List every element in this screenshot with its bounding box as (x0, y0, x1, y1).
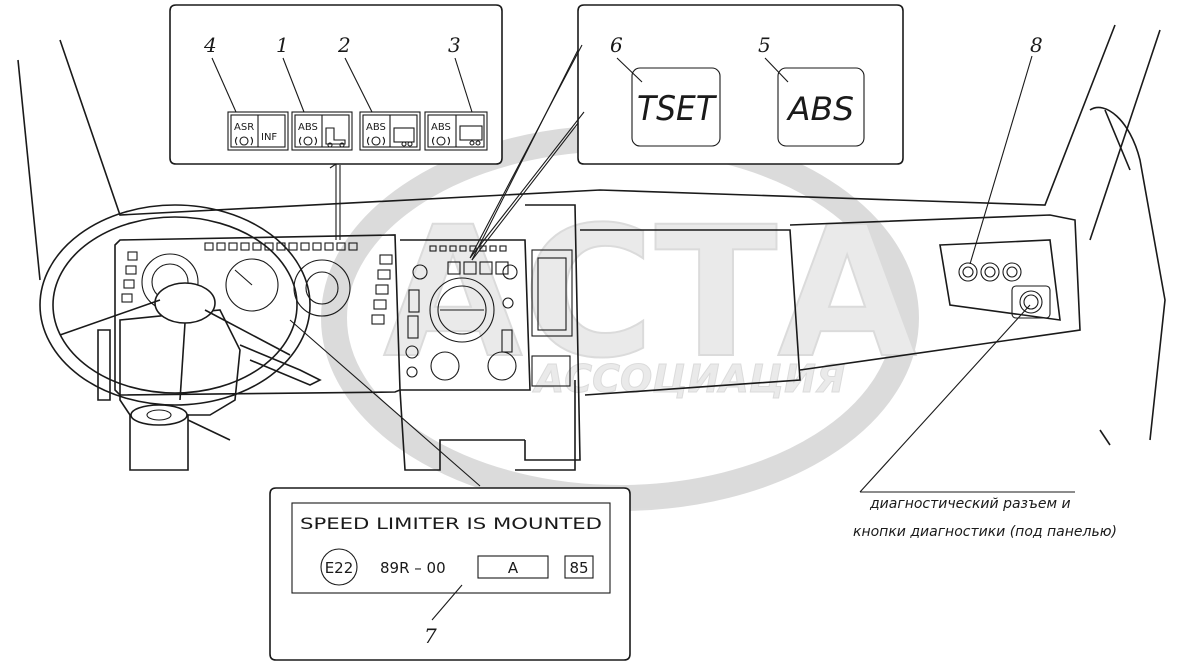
svg-text:ABS: ABS (431, 122, 451, 133)
indicator-group-center: 6 5 TSET ABS (577, 4, 904, 165)
svg-text:ASR: ASR (234, 122, 254, 133)
indicator-asr-inf: ASR INF (227, 111, 289, 151)
right-switch-column (371, 254, 393, 325)
plate-category: A (508, 559, 519, 577)
steering-wheel (39, 204, 311, 406)
svg-text:TSET: TSET (637, 89, 717, 129)
indicator-abs-trailer: ABS (359, 111, 421, 151)
e-mark-circle (320, 548, 358, 586)
leader-center-box (469, 44, 585, 259)
speed-limiter-plate: SPEED LIMITER IS MOUNTED E22 89R – 00 A … (269, 487, 631, 661)
indicator-group-left: 4 1 2 3 ASR INF ABS (169, 4, 503, 165)
diagnostic-button-3 (1002, 262, 1022, 282)
indicator-abs-large: ABS (777, 67, 865, 147)
console-switch-row (429, 245, 509, 275)
plate-title: SPEED LIMITER IS MOUNTED (300, 514, 602, 533)
leader-left-box (329, 163, 337, 240)
callout-4: 4 (203, 33, 217, 57)
svg-text:ABS: ABS (298, 122, 318, 133)
diagnostic-panel (958, 262, 1051, 319)
cab-frame (17, 24, 1166, 446)
diagnostic-note-line2: кнопки диагностики (под панелью) (853, 524, 1117, 540)
callout-7: 7 (424, 624, 437, 648)
callout-1: 1 (276, 33, 289, 57)
callout-8: 8 (1030, 33, 1043, 57)
watermark-subtitle: АССОЦИАЦИЯ (532, 357, 845, 401)
plate-e-mark: E22 (325, 559, 354, 577)
diagnostic-button-2 (980, 262, 1000, 282)
callout-5: 5 (758, 33, 771, 57)
callout-3: 3 (448, 33, 461, 57)
center-console (405, 245, 573, 387)
watermark: АСТА АССОЦИАЦИЯ (321, 125, 919, 511)
plate-speed: 85 (569, 559, 588, 577)
indicator-abs-semitrailer: ABS (424, 111, 488, 151)
indicator-tset: TSET (631, 67, 721, 147)
svg-text:ABS: ABS (366, 122, 386, 133)
dashboard-body (114, 204, 1081, 471)
diagnostic-connector (1011, 285, 1051, 319)
left-switch-column (121, 251, 138, 303)
diagnostic-note: диагностический разъем и кнопки диагност… (853, 496, 1117, 540)
callout-2: 2 (337, 33, 351, 57)
svg-text:INF: INF (261, 132, 277, 143)
diagnostic-button-1 (958, 262, 978, 282)
svg-text:ABS: ABS (786, 90, 854, 128)
warning-lamp-row (204, 242, 358, 251)
callout-6: 6 (610, 33, 623, 57)
diagnostic-note-line1: диагностический разъем и (869, 496, 1071, 512)
steering-column (97, 309, 322, 471)
plate-regulation: 89R – 00 (380, 559, 446, 577)
indicator-abs-tractor: ABS (291, 111, 353, 151)
instrument-cluster (121, 242, 393, 325)
